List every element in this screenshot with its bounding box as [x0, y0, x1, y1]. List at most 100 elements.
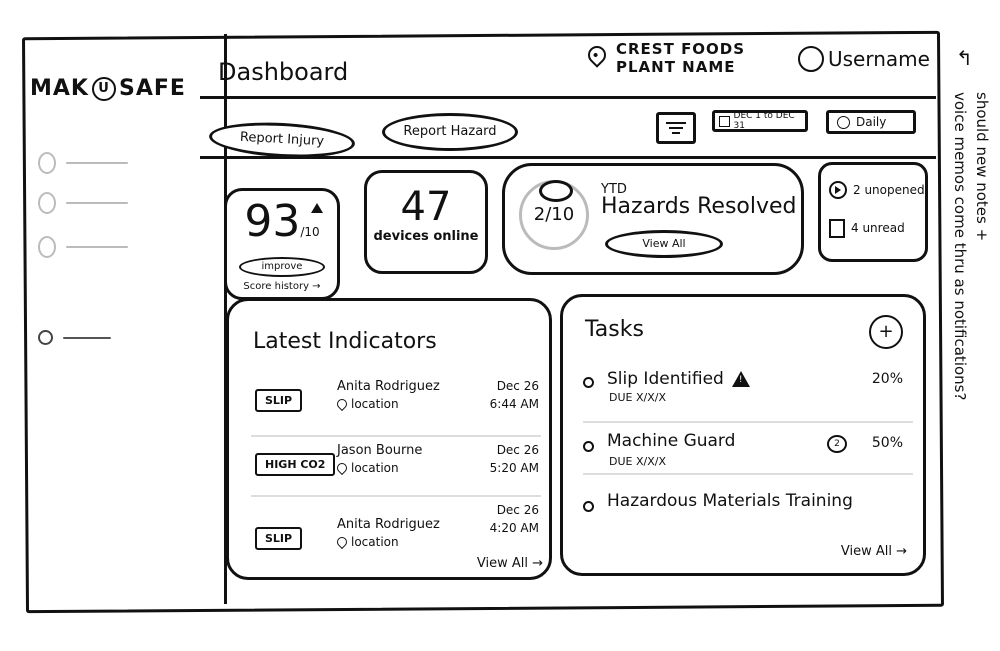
task-checkbox[interactable] [583, 501, 594, 512]
arrow-icon: ↰ [956, 46, 973, 70]
devices-label: devices online [373, 229, 479, 244]
location-pin-icon [584, 42, 610, 68]
indicator-date: Dec 26 [496, 443, 539, 457]
report-hazard-button[interactable]: Report Hazard [382, 113, 518, 151]
note-icon [829, 218, 845, 238]
notes-row[interactable]: 4 unread [829, 209, 925, 247]
annotation-line-1: should new notes + [973, 92, 991, 242]
indicator-location: location [351, 397, 399, 411]
task-name: Hazardous Materials Training [607, 491, 853, 511]
location-pin-icon [334, 534, 350, 550]
devices-online-card[interactable]: 47 devices online [364, 170, 488, 274]
task-due: DUE X/X/X [609, 455, 666, 468]
top-bar [200, 36, 936, 99]
task-row[interactable]: Machine Guard DUE X/X/X 2 50% [583, 421, 913, 489]
annotation-line-2: voice memos come thru as notifications? [951, 92, 969, 401]
play-icon [829, 181, 847, 199]
frequency-label: Daily [856, 115, 887, 129]
indicator-date: Dec 26 [496, 503, 539, 517]
nav-label-placeholder [63, 336, 111, 339]
indicator-person: Anita Rodriguez [337, 517, 440, 532]
indicator-row[interactable]: HIGH CO2 Jason Bourne location Dec 26 5:2… [251, 435, 541, 497]
logo-text-left: MAK [30, 76, 89, 101]
indicator-location: location [351, 461, 399, 475]
sidebar-item-1[interactable] [38, 152, 128, 174]
task-row[interactable]: Hazardous Materials Training [583, 473, 913, 515]
hazards-view-all-button[interactable]: View All [605, 230, 723, 258]
location-pin-icon [334, 460, 350, 476]
task-name: Slip Identified [607, 369, 724, 389]
indicator-location: location [351, 535, 399, 549]
comment-icon[interactable]: 2 [827, 435, 847, 453]
indicator-time: 6:44 AM [489, 397, 539, 411]
score-denominator: /10 [300, 225, 320, 239]
notes-count: 4 unread [851, 221, 905, 235]
indicators-view-all-link[interactable]: View All → [476, 556, 543, 571]
nav-icon [38, 152, 56, 174]
logo-mark-icon: U [91, 76, 116, 101]
task-name: Machine Guard [607, 431, 736, 451]
action-toolbar [200, 96, 936, 159]
indicator-time: 5:20 AM [489, 461, 539, 475]
voice-memos-row[interactable]: 2 unopened [829, 171, 925, 209]
filter-icon-line [672, 132, 680, 134]
nav-icon [38, 236, 56, 258]
indicator-time: 4:20 AM [489, 521, 539, 535]
filter-icon-line [669, 127, 683, 129]
task-percent: 50% [871, 435, 903, 451]
calendar-icon [719, 115, 730, 127]
indicator-person: Jason Bourne [337, 443, 423, 458]
indicator-tag: HIGH CO2 [255, 453, 336, 476]
hazards-period: YTD [601, 182, 627, 197]
plant-company: CREST FOODS [616, 40, 746, 58]
date-range-label: DEC 1 to DEC 31 [733, 111, 795, 131]
nav-label-placeholder [66, 202, 128, 204]
hazards-title: Hazards Resolved [601, 194, 797, 219]
date-range-picker[interactable]: DEC 1 to DEC 31 [712, 110, 808, 132]
username: Username [828, 47, 930, 71]
task-percent: 20% [871, 371, 903, 387]
app-logo[interactable]: MAK U SAFE [30, 76, 186, 101]
location-pin-icon [334, 396, 350, 412]
safety-score-card: 93/10 improve Score history → [224, 188, 340, 300]
indicator-person: Anita Rodriguez [337, 379, 440, 394]
indicator-row[interactable]: SLIP Anita Rodriguez location Dec 26 6:44… [251, 373, 541, 433]
indicator-tag: SLIP [255, 389, 303, 412]
nav-label-placeholder [66, 162, 128, 164]
sidebar [24, 34, 227, 604]
sidebar-item-2[interactable] [38, 192, 128, 214]
warning-icon [731, 371, 750, 387]
user-menu[interactable]: Username [798, 46, 930, 72]
filter-button[interactable] [656, 112, 696, 144]
latest-indicators-card: Latest Indicators SLIP Anita Rodriguez l… [226, 298, 552, 580]
indicator-date: Dec 26 [496, 379, 539, 393]
hazards-ratio: 2/10 [533, 204, 575, 225]
nav-label-placeholder [66, 246, 128, 248]
logo-text-right: SAFE [118, 76, 186, 101]
task-checkbox[interactable] [583, 377, 594, 388]
sidebar-item-3[interactable] [38, 236, 128, 258]
task-checkbox[interactable] [583, 441, 594, 452]
notifications-card: 2 unopened 4 unread [818, 162, 928, 262]
sidebar-item-active[interactable] [38, 330, 111, 345]
add-task-button[interactable]: + [869, 315, 903, 349]
progress-arc [539, 180, 573, 202]
plant-selector[interactable]: CREST FOODS PLANT NAME [584, 40, 746, 76]
frequency-select[interactable]: Daily [826, 110, 916, 134]
tasks-view-all-link[interactable]: View All → [840, 544, 907, 559]
devices-count: 47 [400, 184, 452, 230]
page-title: Dashboard [218, 58, 349, 86]
hazards-resolved-card: 2/10 YTD Hazards Resolved View All [502, 163, 804, 275]
indicators-title: Latest Indicators [253, 329, 437, 354]
score-value: 93 [244, 196, 301, 247]
tasks-card: Tasks + Slip Identified DUE X/X/X 20% Ma… [560, 294, 926, 576]
voice-memos-count: 2 unopened [853, 183, 925, 197]
nav-icon [38, 192, 56, 214]
task-row[interactable]: Slip Identified DUE X/X/X 20% [583, 367, 913, 417]
filter-icon [666, 122, 686, 124]
improve-button[interactable]: improve [239, 257, 325, 277]
score-history-link[interactable]: Score history → [243, 281, 321, 292]
designer-annotation: ↰ should new notes + voice memos come th… [946, 40, 996, 460]
trend-up-icon [311, 203, 323, 213]
